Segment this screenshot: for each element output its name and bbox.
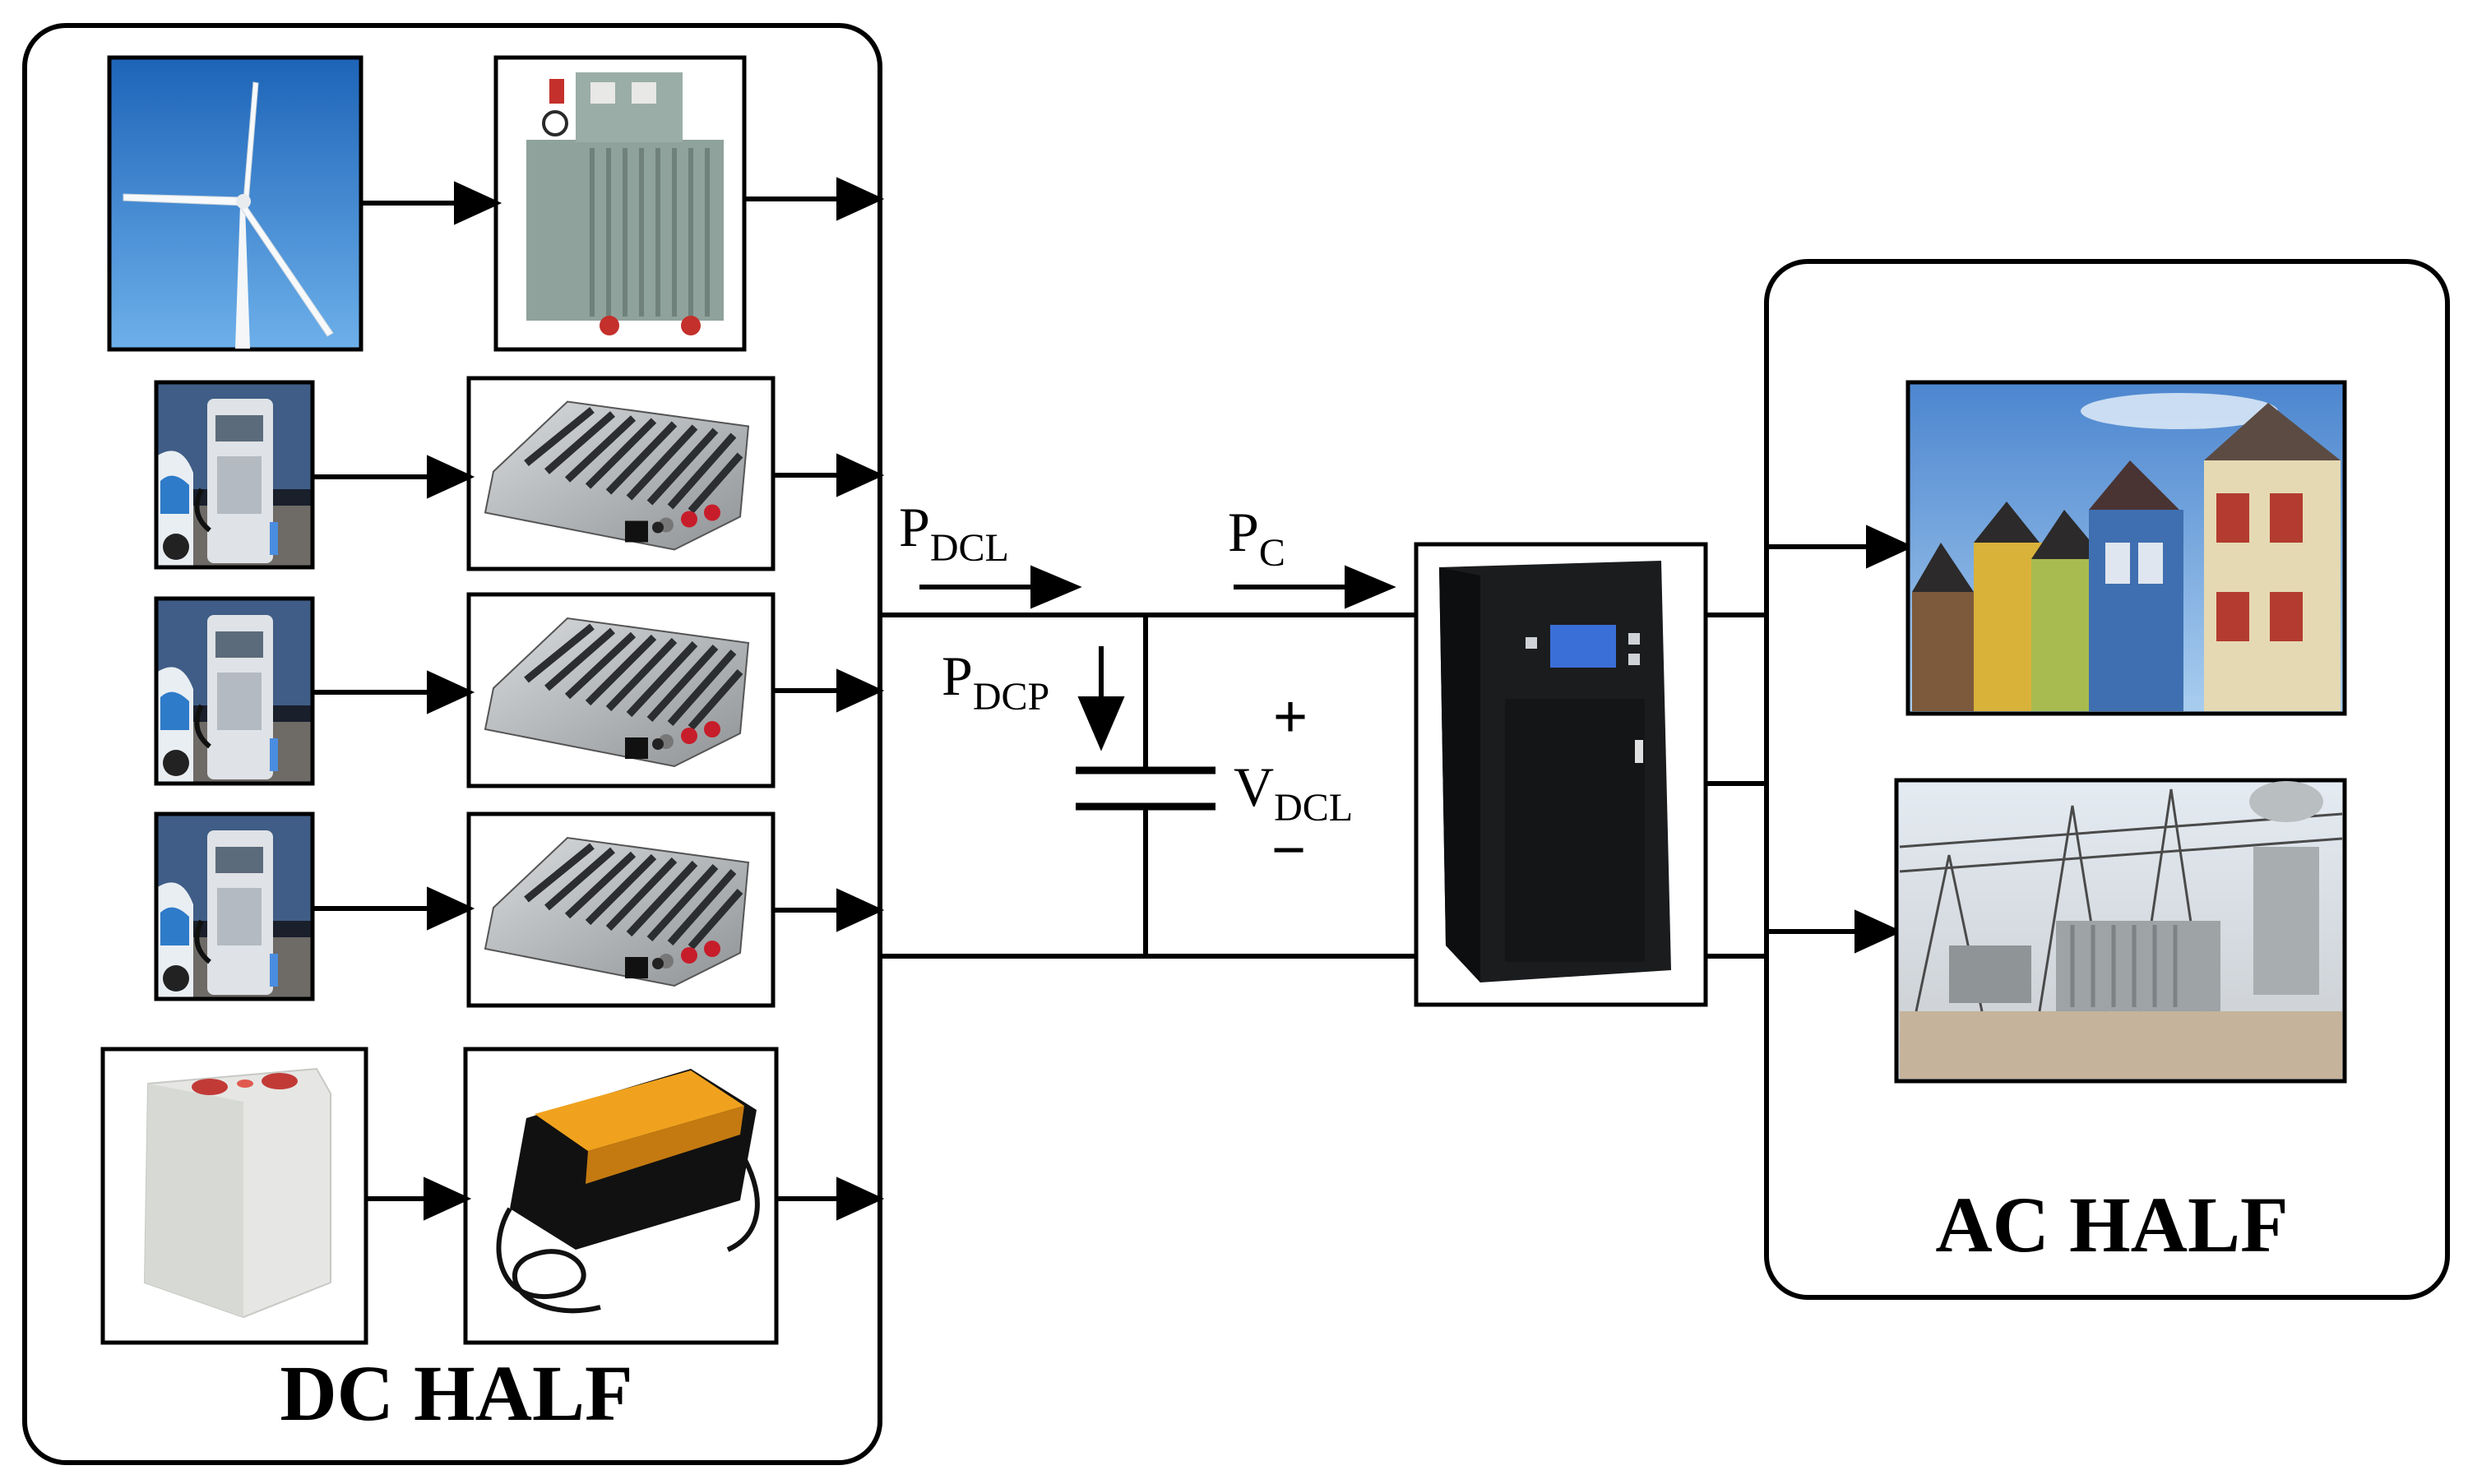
ac-half-title: AC HALF xyxy=(1935,1181,2288,1269)
plus-sign: + xyxy=(1273,684,1308,750)
dc-dc-converter-image xyxy=(466,811,776,1008)
ac-bus-lines xyxy=(1706,613,1768,959)
battery-charger-image xyxy=(463,1047,779,1345)
ev-charger-image xyxy=(154,596,315,786)
converter-to-bus-arrows xyxy=(744,177,885,1221)
ac-half-region xyxy=(1764,259,2450,1300)
electrical-substation-image xyxy=(1894,778,2347,1084)
dc-half-title: DC HALF xyxy=(280,1349,632,1437)
p-c-label: PC xyxy=(1228,501,1285,575)
power-flow-arrows xyxy=(919,565,1396,751)
dc-dc-converter-image xyxy=(466,376,776,571)
battery-cell-image xyxy=(100,1047,368,1345)
ac-load-arrows xyxy=(1768,525,1915,954)
ups-inverter-image xyxy=(1414,542,1708,1007)
transformer-image xyxy=(493,55,747,352)
wind-turbine-image xyxy=(107,55,363,352)
dc-link-capacitor xyxy=(1076,766,1215,811)
dc-half-region xyxy=(22,23,882,1465)
dc-link-bus xyxy=(880,613,1416,959)
p-dcp-label: PDCP xyxy=(942,645,1049,719)
p-dcl-label: PDCL xyxy=(899,496,1009,570)
ev-charger-image xyxy=(154,380,315,570)
minus-sign: − xyxy=(1271,817,1306,883)
source-to-converter-arrows xyxy=(313,181,502,1221)
ev-charger-image xyxy=(154,811,315,1001)
dc-dc-converter-image xyxy=(466,592,776,788)
residential-houses-image xyxy=(1905,380,2347,716)
v-dcl-label: VDCL xyxy=(1234,756,1353,830)
